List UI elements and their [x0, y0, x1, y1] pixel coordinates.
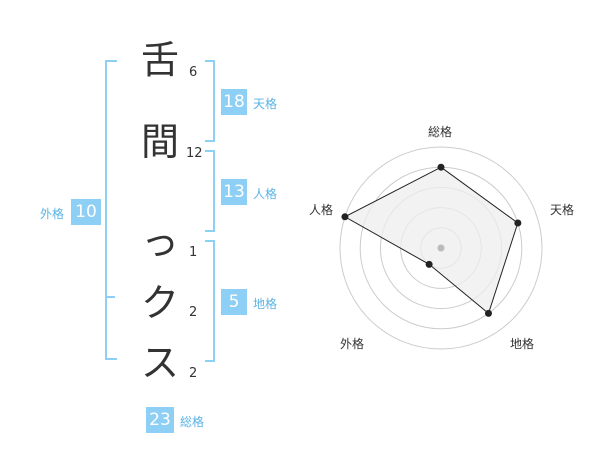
axis-label-soukaku: 総格 [428, 125, 453, 139]
jinkaku-bracket [205, 150, 215, 232]
axis-label-gaikaku: 外格 [340, 337, 365, 351]
character-4: ク [141, 281, 180, 325]
radar-point-0 [437, 163, 445, 171]
chikaku-label: 地格 [253, 297, 278, 311]
radar-point-4 [341, 213, 349, 221]
tenkaku-bracket [205, 60, 215, 142]
tenkaku-label: 天格 [253, 97, 278, 111]
gaikaku-label: 外格 [40, 207, 65, 221]
chikaku-value: 5 [221, 289, 247, 315]
radar-polygon [343, 166, 519, 315]
stroke-count-4: 2 [189, 305, 198, 320]
gaikaku-value: 10 [71, 199, 101, 225]
soukaku-value: 23 [146, 407, 174, 433]
stroke-count-5: 2 [189, 366, 198, 381]
soukaku-label: 総格 [180, 415, 205, 429]
stroke-count-2: 12 [186, 146, 203, 161]
jinkaku-value: 13 [221, 179, 247, 205]
stroke-count-3: 1 [189, 245, 198, 260]
radar-point-1 [514, 219, 522, 227]
chikaku-bracket [205, 240, 215, 362]
tenkaku-value: 18 [221, 89, 247, 115]
stroke-count-1: 6 [189, 65, 198, 80]
radar-center-dot [437, 244, 445, 252]
character-3: っ [141, 220, 180, 264]
jinkaku-label: 人格 [253, 187, 278, 201]
radar-point-3 [425, 260, 433, 268]
axis-label-tenkaku: 天格 [550, 203, 575, 217]
axis-label-jinkaku: 人格 [309, 203, 334, 217]
character-2: 間 [141, 120, 180, 164]
radar-point-2 [484, 309, 492, 317]
character-1: 舌 [141, 38, 180, 82]
gaikaku-bracket-middle-tick [105, 296, 115, 298]
character-5: ス [141, 341, 180, 385]
gaikaku-bracket [105, 60, 117, 360]
axis-label-chikaku: 地格 [510, 337, 535, 351]
